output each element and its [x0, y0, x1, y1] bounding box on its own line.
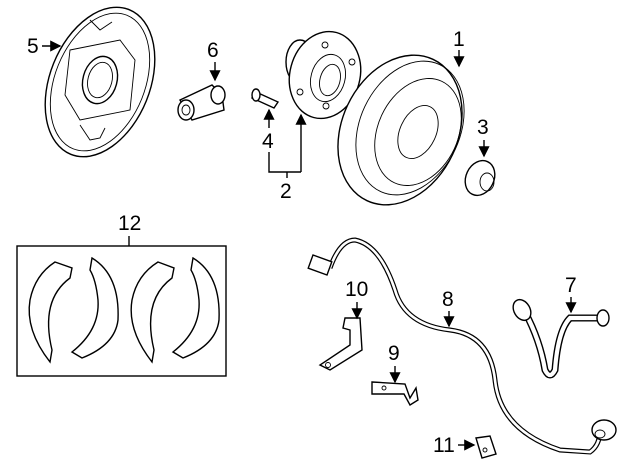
bracket-10[interactable]: [318, 317, 363, 371]
callout-6[interactable]: 6: [207, 39, 219, 62]
wheel-stud[interactable]: [250, 88, 280, 109]
callout-7[interactable]: 7: [565, 274, 577, 297]
callout-11[interactable]: 11: [433, 434, 455, 457]
brake-hose[interactable]: [510, 296, 610, 379]
shoe-set-box: [16, 245, 227, 377]
wheel-cylinder[interactable]: [177, 84, 226, 121]
callout-9[interactable]: 9: [388, 342, 400, 365]
callout-5[interactable]: 5: [27, 35, 39, 58]
hub-and-bearing-assembly[interactable]: [280, 23, 370, 126]
callout-12[interactable]: 12: [118, 212, 141, 235]
callout-10[interactable]: 10: [345, 278, 368, 301]
abs-sensor-wire[interactable]: [307, 237, 617, 455]
backing-plate[interactable]: [24, 0, 175, 173]
hub-cap[interactable]: [460, 156, 501, 200]
callout-2[interactable]: 2: [280, 180, 292, 203]
brake-shoe-set[interactable]: [28, 256, 220, 364]
bracket-line-2: [268, 152, 301, 173]
bracket-9[interactable]: [371, 381, 419, 406]
callout-1[interactable]: 1: [453, 28, 465, 51]
brake-drum[interactable]: [314, 35, 485, 225]
callout-8[interactable]: 8: [442, 288, 454, 311]
clip-11[interactable]: [475, 435, 497, 459]
callout-4[interactable]: 4: [262, 130, 274, 153]
callout-3[interactable]: 3: [477, 116, 489, 139]
